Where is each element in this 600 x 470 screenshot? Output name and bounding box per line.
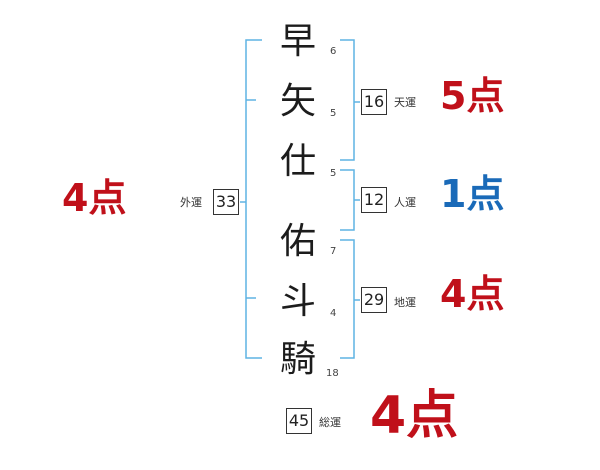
tenun-bracket bbox=[340, 39, 355, 161]
tenun-score: 5点 bbox=[440, 74, 505, 118]
jinun-bracket bbox=[340, 169, 355, 231]
stroke-count-3: 5 bbox=[330, 168, 337, 179]
stroke-count-1: 6 bbox=[330, 46, 337, 57]
stroke-count-6: 18 bbox=[326, 368, 339, 379]
jinun-score: 1点 bbox=[440, 172, 505, 216]
chiun-value-box: 29 bbox=[361, 287, 387, 313]
name-char-6: 騎 bbox=[279, 339, 316, 380]
tenun-label: 天運 bbox=[394, 96, 416, 109]
name-char-1: 早 bbox=[279, 21, 316, 62]
outer-bracket bbox=[245, 39, 262, 359]
chiun-bracket bbox=[340, 239, 355, 359]
chiun-label: 地運 bbox=[394, 296, 416, 309]
gaiun-score: 4点 bbox=[62, 176, 127, 220]
gaiun-value-box: 33 bbox=[213, 189, 239, 215]
stroke-count-2: 5 bbox=[330, 108, 337, 119]
name-char-2: 矢 bbox=[279, 81, 316, 122]
name-char-4: 佑 bbox=[279, 221, 316, 262]
souun-label: 総運 bbox=[319, 416, 341, 429]
jinun-value-box: 12 bbox=[361, 187, 387, 213]
stroke-count-5: 4 bbox=[330, 308, 337, 319]
tenun-value-box: 16 bbox=[361, 89, 387, 115]
souun-value-box: 45 bbox=[286, 408, 312, 434]
stroke-count-4: 7 bbox=[330, 246, 337, 257]
chiun-score: 4点 bbox=[440, 272, 505, 316]
jinun-label: 人運 bbox=[394, 196, 416, 209]
name-char-3: 仕 bbox=[279, 141, 316, 182]
souun-score: 4点 bbox=[370, 386, 459, 446]
gaiun-label: 外運 bbox=[180, 196, 202, 209]
name-char-5: 斗 bbox=[279, 281, 316, 322]
